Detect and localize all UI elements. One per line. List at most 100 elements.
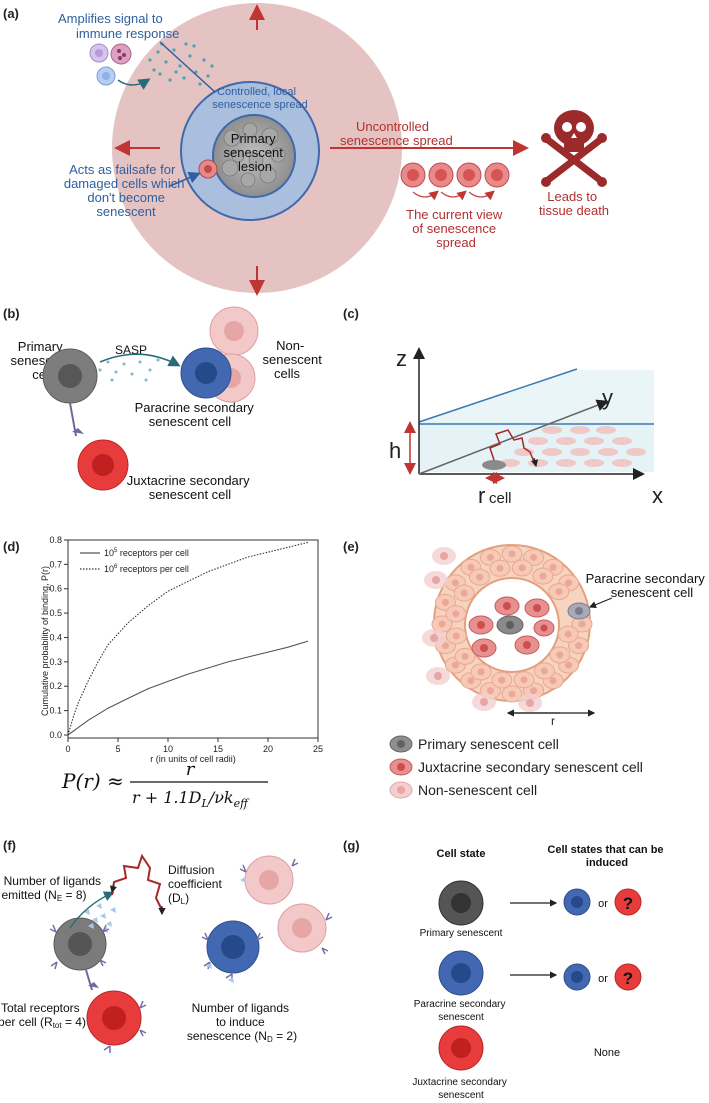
ring-cell-nucleus [508,550,516,558]
ring-cell-nucleus [539,572,547,580]
g-question-cell-2 [614,963,642,991]
legend-juxtacrine-text: Juxtacrine secondary senescent cell [418,759,643,775]
receptors-primary [49,924,110,970]
panel-d-label: (d) [3,539,20,554]
x-tick-label: 20 [263,744,273,754]
juxtacrine-contact-f [85,969,93,991]
total-receptors-text: Total receptors per cell (Rtot = 4) [0,1001,86,1030]
panel-e-label: (e) [343,539,359,554]
leads-text: Leads to tissue death [539,189,609,218]
panel-c-label: (c) [343,306,359,321]
formula-numerator: r [186,759,196,780]
primary-lesion-text: Primary senescent lesion [224,131,287,174]
g-paracrine-text: Paracrine secondary senescent [414,999,509,1023]
receptors-blue [201,932,264,981]
ring-cell-nucleus [565,661,573,669]
x-label: x [652,483,663,508]
ring-cell-nucleus [540,667,548,675]
ring-cell-nucleus [477,668,485,676]
receptor-icon [72,428,84,434]
x-tick-label: 5 [115,744,120,754]
ring-cell-nucleus [578,620,586,628]
ring-cell-nucleus [564,630,572,638]
g-question-cell-1 [614,888,642,916]
legend-non-senescent-text: Non-senescent cell [418,782,537,798]
ring-cell-nucleus [486,553,494,561]
legend-primary-text: Primary senescent cell [418,736,559,752]
ring-cell-nucleus [556,651,564,659]
ring-cell-nucleus [467,563,475,571]
sasp-arrow [99,353,181,367]
series-line-2 [67,541,309,736]
series-line-1 [67,640,309,736]
emission-arrow [69,891,115,929]
y-tick-label: 0.6 [49,584,62,594]
ring-cell-nucleus [496,564,504,572]
recruit-arrow [117,78,151,90]
ring-cell-nucleus [530,687,538,695]
x-axis-label: r (in units of cell radii) [150,754,236,764]
ring-cell-nucleus [441,598,449,606]
y-axis-label: Cumulative probability of binding, P(r) [40,566,50,716]
panel-b-label: (b) [3,306,20,321]
col-induced-header: Cell states that can be induced [547,844,666,869]
chart-legend: 105 receptors per cell 106 receptors per… [80,548,189,574]
y-tick-label: 0.5 [49,608,62,618]
ring-cell-nucleus [452,610,460,618]
panel-e: (e) Paracrine secondary senescent cell [343,539,705,799]
r-label-e: r [551,714,555,728]
ring-cell-nucleus [451,579,459,587]
amplifies-text: Amplifies signal to immune response [58,11,179,41]
legend-item-1: 105 receptors per cell [104,548,189,558]
skull-icon [541,110,607,187]
ring-cell-nucleus [518,564,526,572]
y-tick-label: 0.7 [49,559,62,569]
question-icon: ? [623,969,633,988]
current-view-cells [400,162,510,201]
binding-formula: P(r) ≈ r r + 1.1DL/νkeff [61,759,268,810]
formula-lhs: P(r) ≈ [61,769,124,793]
diffusion-text: Diffusion coefficient (DL) [168,863,225,906]
current-view-text: The current view of senescence spread [406,207,506,250]
paracrine-pointer [588,597,613,609]
failsafe-text: Acts as failsafe for damaged cells which… [64,162,188,219]
panel-g: (g) Cell state Cell states that can be i… [343,838,666,1101]
lesion-cells [221,122,286,188]
failsafe-arrow [169,172,201,187]
y-label: y [602,385,613,410]
ligands-induce-text: Number of ligands to induce senescence (… [187,1001,297,1044]
question-icon: ? [623,894,633,913]
diffusion-path-f [111,853,163,911]
ring-cells [431,545,593,703]
ring-cell-nucleus [498,676,506,684]
r-sub: cell [489,490,512,507]
immune-cell [110,43,132,65]
tissue-cells [500,426,646,467]
y-tick-label: 0.0 [49,730,62,740]
y-tick-label: 0.2 [49,681,62,691]
ring-cell-nucleus [530,553,538,561]
x-tick-label: 25 [313,744,323,754]
top-edge [418,368,578,423]
ring-cell-nucleus [555,588,563,596]
ring-cell-nucleus [461,652,469,660]
ring-cell-nucleus [565,579,573,587]
panel-a-label: (a) [3,6,19,21]
controlled-text: Controlled, local senescence spread [212,86,307,111]
panel-a: (a) Primary senescent lesion [3,3,609,296]
panel-c: (c) z y x h r cell [343,306,663,508]
g-or-1: or [598,898,608,910]
x-tick-label: 15 [213,744,223,754]
ring-cell-nucleus [451,661,459,669]
ring-cell-nucleus [549,563,557,571]
juxtacrine-text: Juxtacrine secondary senescent cell [127,473,253,502]
col-state-header: Cell state [437,848,486,860]
outer-cells [422,547,542,712]
y-tick-label: 0.1 [49,706,62,716]
formula-denominator: r + 1.1DL/νkeff [132,788,250,810]
ring-cell-nucleus [460,589,468,597]
y-tick-label: 0.4 [49,632,62,642]
paracrine-text: Paracrine secondary senescent cell [135,400,258,429]
